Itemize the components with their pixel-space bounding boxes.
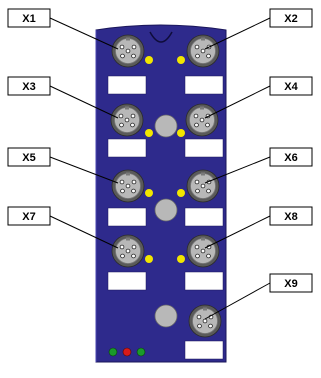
tag-x3-text: X3 <box>22 81 35 93</box>
label-plate-x6 <box>184 207 224 227</box>
tag-x4-text: X4 <box>284 81 298 93</box>
tag-x8: X8 <box>269 206 313 226</box>
connector-x2-icon <box>186 34 220 68</box>
label-plate-x4 <box>184 138 224 158</box>
status-led-red-icon <box>122 347 132 357</box>
status-led-green-left-icon <box>108 347 118 357</box>
connector-x8-icon <box>186 234 220 268</box>
connector-x3-icon <box>110 103 144 137</box>
connector-x6-icon <box>186 169 220 203</box>
tag-x4: X4 <box>269 76 313 96</box>
tag-x9: X9 <box>269 273 313 293</box>
led-x2-icon <box>177 56 185 64</box>
label-plate-x9 <box>184 340 224 360</box>
button-1-icon <box>154 114 178 138</box>
tag-x6: X6 <box>269 147 313 167</box>
label-plate-x5 <box>107 207 147 227</box>
label-plate-x8 <box>184 271 224 291</box>
led-x5-icon <box>145 189 153 197</box>
label-plate-x1 <box>107 75 147 95</box>
led-x8-icon <box>177 255 185 263</box>
yellow-leds <box>145 56 185 263</box>
tag-x3: X3 <box>7 76 51 96</box>
tag-x9-text: X9 <box>284 278 297 290</box>
button-2-icon <box>154 198 178 222</box>
tag-x6-text: X6 <box>284 152 297 164</box>
connector-x5-icon <box>111 169 145 203</box>
tag-x1: X1 <box>7 8 51 28</box>
connector-x7-icon <box>111 234 145 268</box>
label-plate-x3 <box>107 138 147 158</box>
buttons <box>154 114 178 328</box>
label-plate-x2 <box>184 75 224 95</box>
tag-x5-text: X5 <box>22 152 35 164</box>
led-x3-icon <box>145 129 153 137</box>
tag-x8-text: X8 <box>284 211 297 223</box>
led-x1-icon <box>145 56 153 64</box>
tag-x7-text: X7 <box>22 211 35 223</box>
status-led-green-right-icon <box>136 347 146 357</box>
led-x4-icon <box>177 129 185 137</box>
tag-x2-text: X2 <box>284 13 297 25</box>
connector-x1-icon <box>111 34 145 68</box>
tag-x2: X2 <box>269 8 313 28</box>
tag-x7: X7 <box>7 206 51 226</box>
button-3-icon <box>154 304 178 328</box>
leader-lines <box>49 17 271 320</box>
label-plate-x7 <box>107 271 147 291</box>
led-x6-icon <box>177 189 185 197</box>
connector-x9-icon <box>188 304 222 338</box>
tag-x5: X5 <box>7 147 51 167</box>
led-x7-icon <box>145 255 153 263</box>
connector-x4-icon <box>185 103 219 137</box>
status-leds <box>108 347 146 357</box>
label-plates <box>107 75 224 360</box>
tag-x1-text: X1 <box>22 13 35 25</box>
